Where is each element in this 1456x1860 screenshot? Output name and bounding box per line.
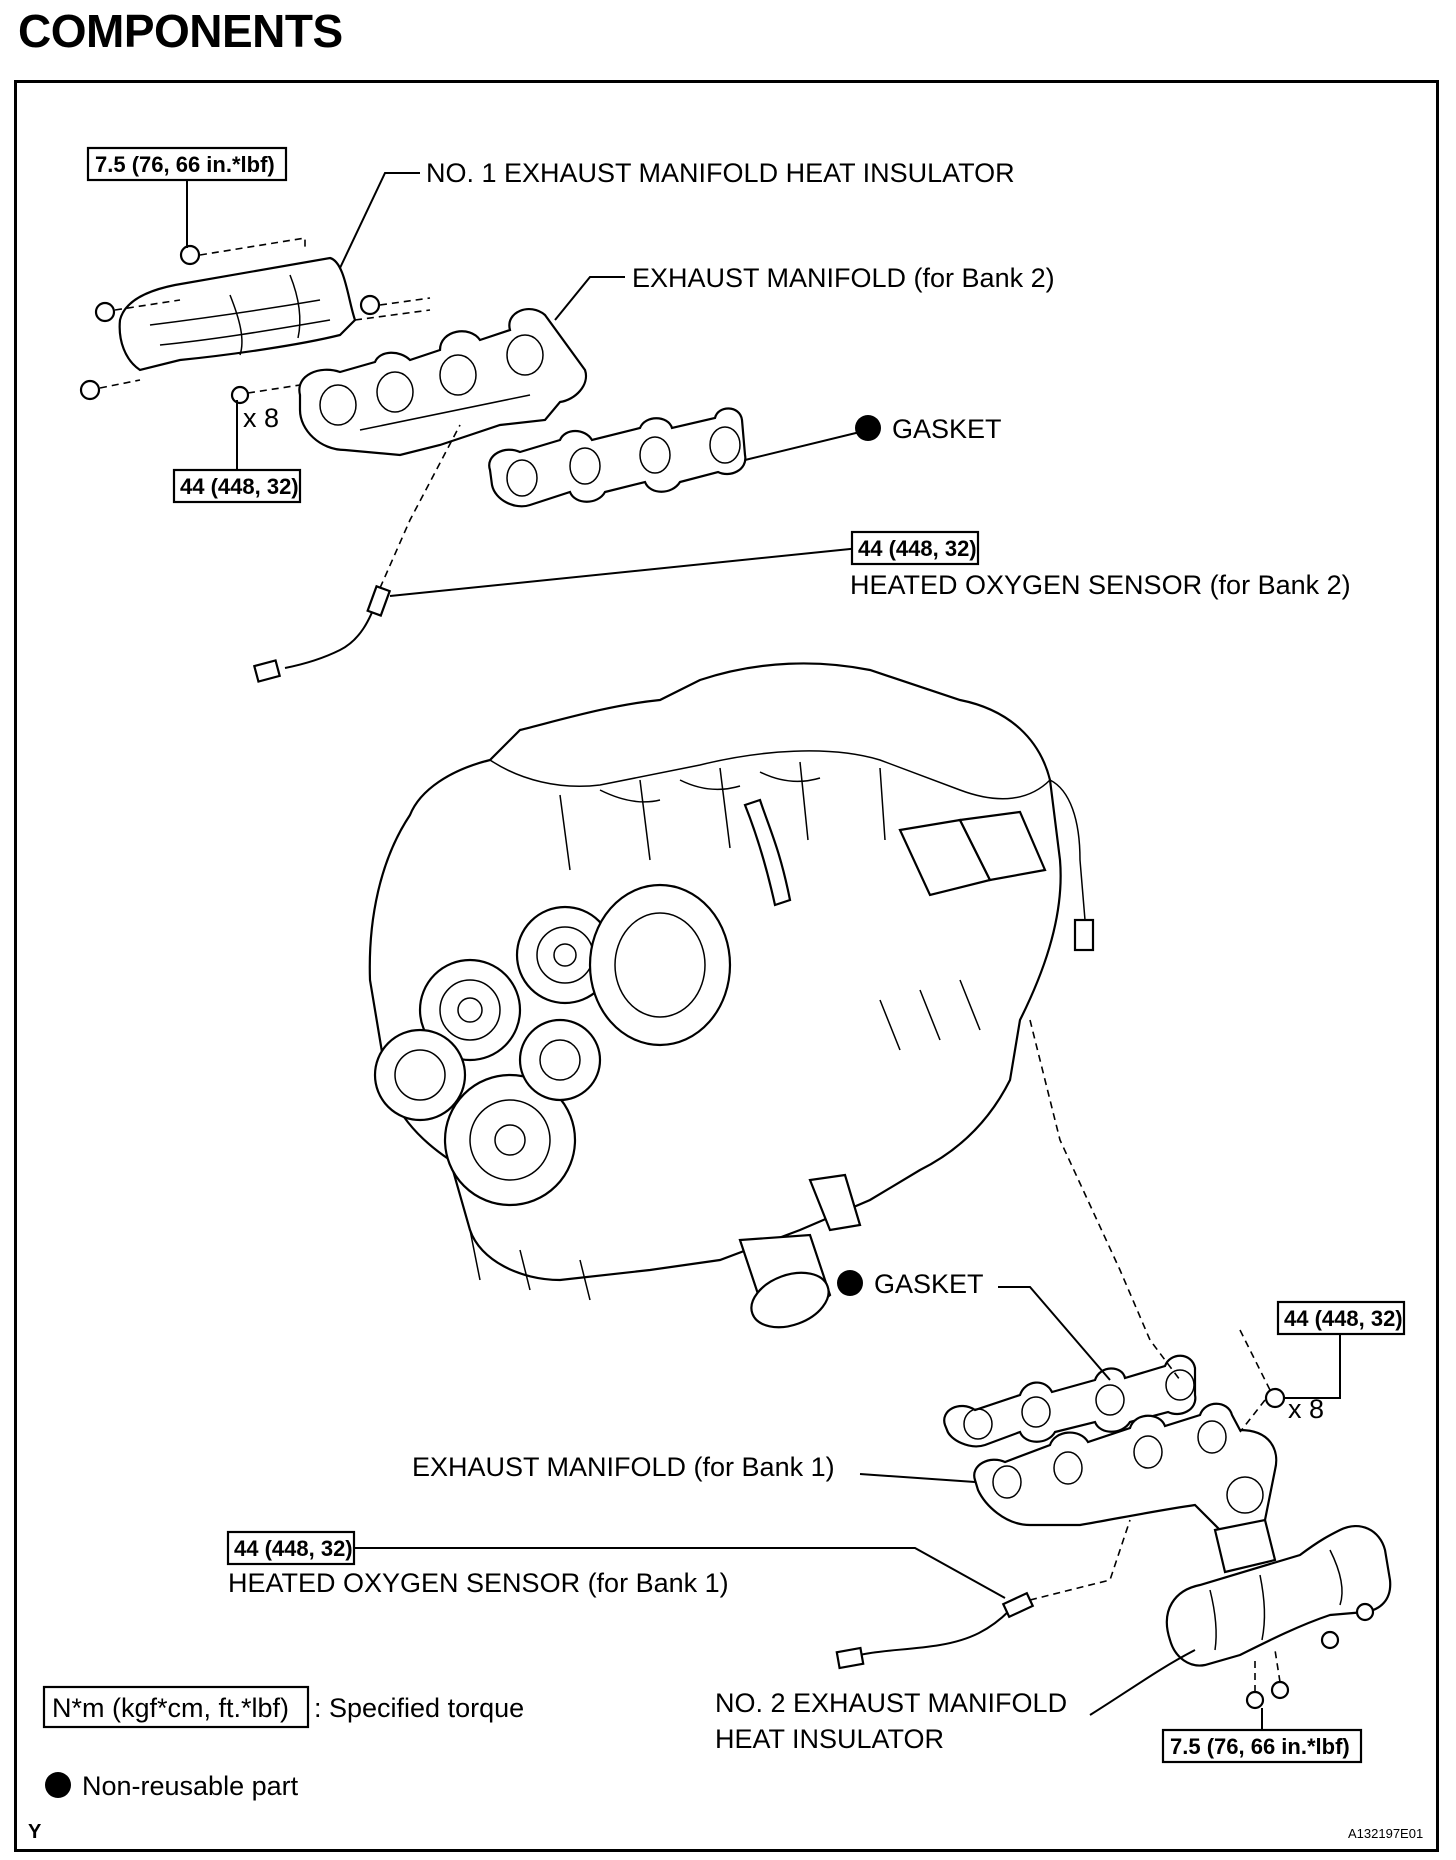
label-gasket-top: GASKET [892, 414, 1002, 444]
torque-box-bank1-nuts [1276, 1300, 1406, 1336]
torque-box-sensor-bank2 [850, 530, 980, 566]
exhaust-manifold-bank1 [973, 1387, 1286, 1574]
gasket-bank2 [488, 407, 747, 508]
torque-bank1-nuts: 44 (448, 32) [1284, 1306, 1403, 1331]
diagram-frame [14, 80, 1439, 1852]
leader-lines-top [186, 172, 861, 597]
gasket-bank1 [943, 1354, 1197, 1448]
torque-box-sensor-bank1 [226, 1530, 356, 1566]
torque-box-no2-insulator [1161, 1728, 1363, 1764]
insulator-bolts-top [79, 237, 431, 401]
label-sensor-bank1: HEATED OXYGEN SENSOR (for Bank 1) [228, 1568, 729, 1598]
engine-assembly [368, 662, 1095, 1329]
torque-no2-insulator: 7.5 (76, 66 in.*lbf) [1170, 1734, 1350, 1759]
leader-lines-bottom [355, 1286, 1341, 1730]
nonreusable-dot-bottom [837, 1270, 863, 1296]
torque-sensor-bank1: 44 (448, 32) [234, 1536, 353, 1561]
qty-bank2-nuts: x 8 [243, 403, 279, 433]
label-no2-insulator-line1: NO. 2 EXHAUST MANIFOLD [715, 1688, 1067, 1718]
torque-sensor-bank2: 44 (448, 32) [858, 536, 977, 561]
label-no2-insulator-line2: HEAT INSULATOR [715, 1724, 944, 1754]
legend-torque-text: : Specified torque [314, 1693, 524, 1723]
legend-nonreusable-dot [45, 1772, 71, 1798]
page-title: COMPONENTS [18, 5, 343, 57]
oxygen-sensor-bank2 [252, 424, 461, 683]
bank1-nut-guide [1239, 1329, 1271, 1391]
legend-torque-units: N*m (kgf*cm, ft.*lbf) [52, 1693, 289, 1723]
no2-heat-insulator [1165, 1525, 1392, 1710]
legend-nonreusable-text: Non-reusable part [82, 1771, 299, 1801]
figure-id: A132197E01 [1348, 1826, 1423, 1841]
legend-torque-box [42, 1685, 310, 1729]
bank1-guide-line [1029, 1019, 1181, 1381]
torque-no1-insulator: 7.5 (76, 66 in.*lbf) [95, 152, 275, 177]
label-manifold-bank1: EXHAUST MANIFOLD (for Bank 1) [412, 1452, 835, 1482]
label-no1-insulator: NO. 1 EXHAUST MANIFOLD HEAT INSULATOR [426, 158, 1015, 188]
exhaust-manifold-bank2 [230, 308, 588, 457]
oxygen-sensor-bank1 [835, 1519, 1131, 1670]
nonreusable-dot-top [855, 415, 881, 441]
torque-box-bank2-nuts [172, 468, 302, 504]
torque-bank2-nuts: 44 (448, 32) [180, 474, 299, 499]
legend: N*m (kgf*cm, ft.*lbf) : Specified torque… [42, 1685, 524, 1801]
torque-box-no1-insulator [86, 146, 288, 182]
qty-bank1-nuts: x 8 [1288, 1394, 1324, 1424]
label-sensor-bank2: HEATED OXYGEN SENSOR (for Bank 2) [850, 570, 1351, 600]
label-manifold-bank2: EXHAUST MANIFOLD (for Bank 2) [632, 263, 1055, 293]
no1-heat-insulator [118, 256, 357, 372]
footer-left-code: Y [28, 1821, 42, 1843]
label-gasket-bottom: GASKET [874, 1269, 984, 1299]
